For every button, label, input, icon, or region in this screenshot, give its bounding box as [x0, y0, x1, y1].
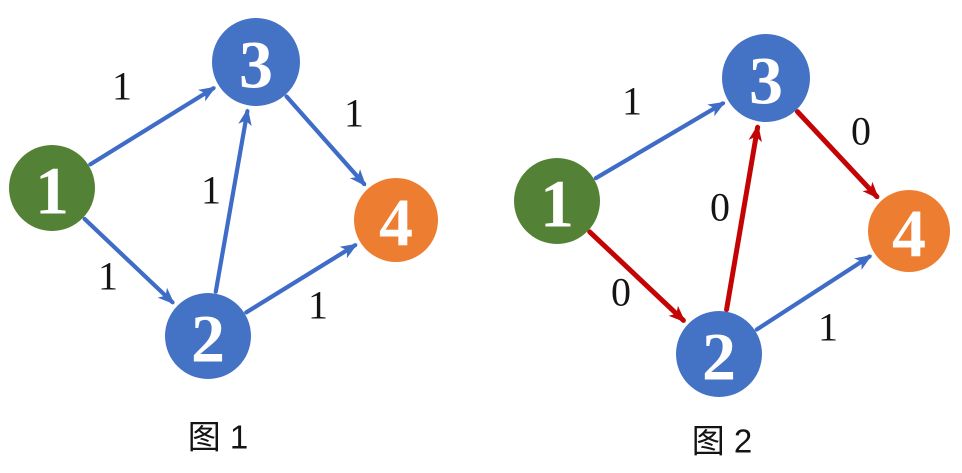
edge-weight-3-4: 1 [344, 91, 364, 136]
node-2-label: 2 [702, 319, 736, 395]
edge-weight-2-3: 1 [201, 168, 221, 213]
edge-weight-2-4: 1 [308, 283, 328, 328]
edge-3-4 [794, 109, 880, 200]
edge-weight-1-2: 1 [98, 254, 118, 299]
node-4-label: 4 [379, 185, 413, 261]
edge-weight-2-4: 1 [818, 305, 838, 350]
node-4-circle [868, 190, 950, 272]
node-1-label: 1 [540, 166, 574, 242]
edge-weight-3-4: 0 [851, 109, 871, 154]
node-1-label: 1 [35, 153, 69, 229]
node-2-label: 2 [191, 301, 225, 377]
edge-2-4 [244, 243, 358, 315]
node-3-circle [722, 34, 810, 122]
edge-1-2 [587, 229, 686, 323]
edge-2-3 [724, 124, 762, 313]
edge-weight-2-3: 0 [710, 185, 730, 230]
node-4-circle [354, 178, 438, 262]
node-3-label: 3 [239, 27, 273, 103]
node-2-circle [676, 311, 762, 397]
node-2-circle [165, 293, 251, 379]
edge-1-3 [88, 86, 217, 167]
edge-2-3 [213, 108, 252, 294]
node-4-label: 4 [892, 196, 926, 272]
edge-weight-1-3: 1 [622, 79, 642, 124]
figure-2-caption: 图 2 [692, 423, 753, 460]
node-1-circle [9, 145, 95, 231]
edge-2-4 [754, 254, 873, 332]
node-1-circle [514, 158, 600, 244]
edge-weight-1-3: 1 [112, 64, 132, 109]
edge-weight-1-2: 0 [611, 270, 631, 315]
node-3-label: 3 [749, 43, 783, 119]
figure-1-caption: 图 1 [188, 419, 249, 456]
node-3-circle [212, 18, 300, 106]
edge-3-4 [284, 94, 367, 187]
edge-1-3 [593, 101, 726, 181]
edge-1-2 [82, 216, 175, 305]
